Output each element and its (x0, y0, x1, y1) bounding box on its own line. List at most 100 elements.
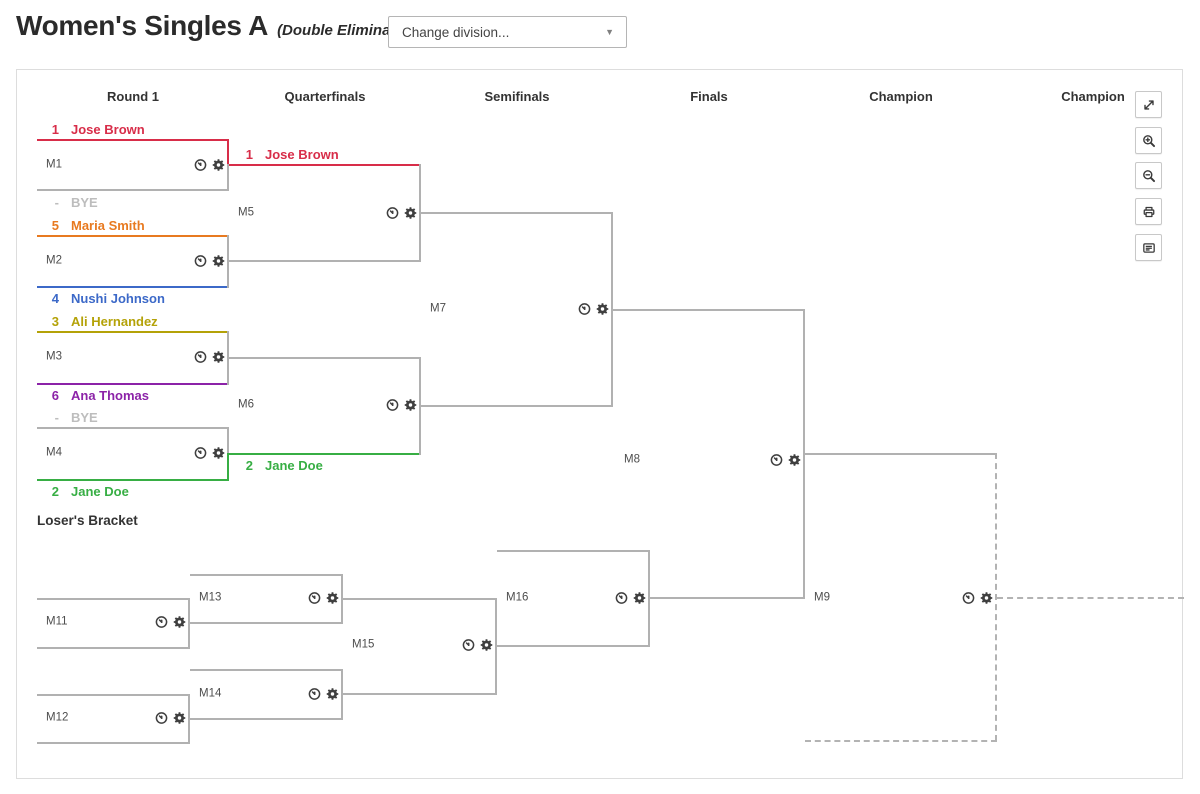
gear-icon[interactable] (633, 591, 646, 605)
player-seed: 5 (51, 218, 59, 233)
clock-icon[interactable] (578, 303, 591, 316)
bracket-line (190, 669, 343, 671)
gear-icon[interactable] (173, 711, 186, 725)
bracket-line (190, 718, 343, 720)
bracket-line (803, 309, 805, 599)
clock-icon[interactable] (386, 399, 399, 412)
match-label-m2: M2 (46, 254, 62, 267)
clock-icon[interactable] (308, 688, 321, 701)
bracket-line (421, 212, 613, 214)
bracket-line (37, 189, 229, 191)
gear-icon[interactable] (326, 591, 339, 605)
player-m1-bottom: -BYE (46, 196, 98, 210)
bracket-line (419, 357, 421, 455)
gear-icon[interactable] (173, 615, 186, 629)
gear-icon[interactable] (212, 158, 225, 172)
match-label-m8: M8 (624, 453, 640, 466)
player-name: Jane Doe (265, 458, 323, 473)
clock-icon[interactable] (194, 351, 207, 364)
clock-icon[interactable] (194, 447, 207, 460)
bracket-line (497, 645, 650, 647)
print-button[interactable] (1135, 198, 1162, 225)
clock-icon[interactable] (194, 255, 207, 268)
gear-icon[interactable] (788, 453, 801, 467)
player-seed: 1 (51, 122, 59, 137)
bracket-line (37, 286, 229, 288)
match-m15-icons (462, 638, 493, 652)
clock-icon[interactable] (194, 159, 207, 172)
bracket-line (650, 597, 805, 599)
expand-button[interactable] (1135, 91, 1162, 118)
bracket-line (37, 427, 229, 429)
match-label-m5: M5 (238, 206, 254, 219)
page-subtitle: (Double Elimination) (277, 22, 423, 39)
losers-bracket-heading: Loser's Bracket (37, 513, 138, 528)
player-name: Ana Thomas (71, 388, 150, 403)
bracket-line-dashed (805, 740, 997, 742)
bracket-line (805, 453, 997, 455)
caret-down-icon: ▼ (605, 27, 614, 37)
gear-icon[interactable] (404, 398, 417, 412)
bracket-line-dashed (995, 453, 997, 741)
match-m11-icons (155, 615, 186, 629)
clock-icon[interactable] (386, 207, 399, 220)
bracket-line (190, 574, 343, 576)
match-m16-icons (615, 591, 646, 605)
gear-icon[interactable] (596, 302, 609, 316)
bracket-line (37, 598, 190, 600)
match-m13-icons (308, 591, 339, 605)
clock-icon[interactable] (462, 639, 475, 652)
match-details-icon (1142, 242, 1155, 253)
player-name: BYE (71, 195, 98, 210)
bracket-line (227, 139, 229, 166)
player-seed: 3 (51, 314, 59, 329)
match-m7-icons (578, 302, 609, 316)
zoom-out-icon (1142, 169, 1155, 182)
clock-icon[interactable] (155, 712, 168, 725)
match-m3-icons (194, 350, 225, 364)
bracket-line (188, 694, 190, 744)
match-m8-icons (770, 453, 801, 467)
titlebar: Women's Singles A (Double Elimination) (16, 10, 423, 42)
division-select[interactable]: Change division... ▼ (388, 16, 627, 48)
gear-icon[interactable] (326, 687, 339, 701)
bracket-line (229, 453, 421, 455)
bracket-line (37, 139, 229, 141)
match-details-button[interactable] (1135, 234, 1162, 261)
match-label-m6: M6 (238, 398, 254, 411)
match-m6-icons (386, 398, 417, 412)
clock-icon[interactable] (155, 616, 168, 629)
gear-icon[interactable] (212, 254, 225, 268)
zoom-in-button[interactable] (1135, 127, 1162, 154)
player-m4-top: -BYE (46, 411, 98, 425)
gear-icon[interactable] (212, 446, 225, 460)
clock-icon[interactable] (615, 592, 628, 605)
gear-icon[interactable] (480, 638, 493, 652)
match-label-m12: M12 (46, 711, 69, 724)
gear-icon[interactable] (404, 206, 417, 220)
clock-icon[interactable] (962, 592, 975, 605)
bracket-line (37, 647, 190, 649)
clock-icon[interactable] (308, 592, 321, 605)
match-label-m15: M15 (352, 638, 375, 651)
gear-icon[interactable] (980, 591, 993, 605)
bracket-line (341, 669, 343, 720)
bracket-line (343, 693, 497, 695)
player-name: Jose Brown (71, 122, 145, 137)
zoom-out-button[interactable] (1135, 162, 1162, 189)
bracket-line (227, 331, 229, 385)
bracket-line (648, 550, 650, 647)
match-m5-icons (386, 206, 417, 220)
clock-icon[interactable] (770, 454, 783, 467)
bracket-line (37, 479, 229, 481)
bracket-card (16, 69, 1183, 779)
gear-icon[interactable] (212, 350, 225, 364)
column-header-champion-1: Champion (869, 89, 933, 104)
match-m4-icons (194, 446, 225, 460)
